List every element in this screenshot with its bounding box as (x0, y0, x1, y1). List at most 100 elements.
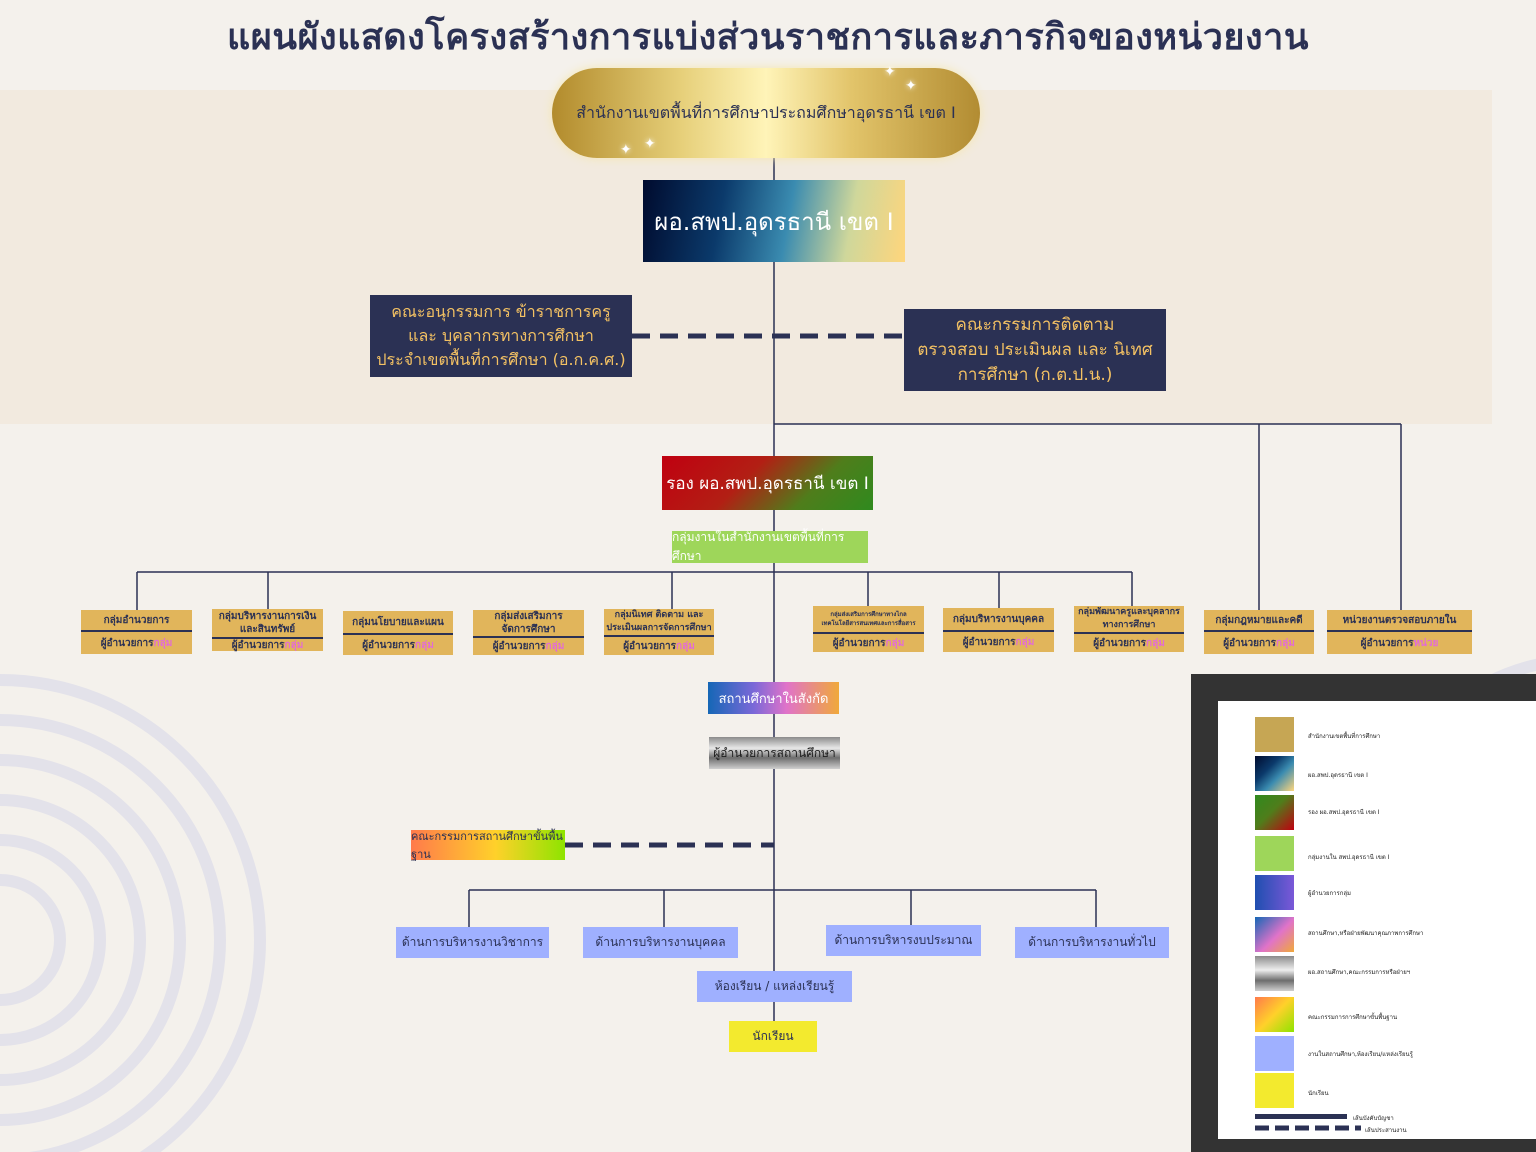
legend-dashed-line (1255, 1125, 1361, 1131)
admin-area-node: ด้านการบริหารงานวิชาการ (396, 927, 549, 958)
group-head-suffix: กลุ่ม (676, 640, 695, 652)
group-node: กลุ่มส่งเสริมการศึกษาทางไกลเทคโนโลยีสารส… (813, 606, 924, 652)
group-head-prefix: ผู้อำนวยการ (492, 641, 546, 652)
office-groups-label: กลุ่มงานในสำนักงานเขตพื้นที่การศึกษา (672, 530, 845, 563)
group-head: ผู้อำนวยการกลุ่ม (813, 634, 924, 652)
committee-right-line: คณะกรรมการติดตาม (955, 314, 1115, 335)
group-node: กลุ่มพัฒนาครูและบุคลากรทางการศึกษา ผู้อำ… (1074, 606, 1184, 652)
deputy-label: รอง ผอ.สพป.อุดรธานี เขต I (666, 473, 869, 494)
group-name: กลุ่มพัฒนาครูและบุคลากรทางการศึกษา (1074, 606, 1184, 634)
admin-area-label: ด้านการบริหารงบประมาณ (834, 933, 973, 947)
legend-swatch (1255, 795, 1294, 830)
committee-left-line: ประจำเขตพื้นที่การศึกษา (อ.ก.ค.ศ.) (376, 350, 626, 369)
group-head-suffix: กลุ่ม (1146, 637, 1165, 649)
group-head-suffix: กลุ่ม (284, 639, 304, 651)
office-groups-node: กลุ่มงานในสำนักงานเขตพื้นที่การศึกษา (672, 530, 868, 563)
basic-committee-label: คณะกรรมการสถานศึกษาขั้นพื้นฐาน (411, 830, 563, 861)
legend-swatch (1255, 997, 1294, 1032)
committee-left-line: คณะอนุกรรมการ ข้าราชการครู (391, 302, 611, 321)
sparkle-icon: ✦ (620, 142, 632, 158)
classroom-node: ห้องเรียน / แหล่งเรียนรู้ (697, 971, 852, 1002)
group-head: ผู้อำนวยการกลุ่ม (473, 638, 584, 655)
schools-label: สถานศึกษาในสังกัด (718, 691, 829, 707)
legend-label: ผอ.สถานศึกษา,คณะกรรมการหรือฝ่ายฯ (1308, 969, 1411, 976)
group-head-suffix: กลุ่ม (153, 637, 173, 649)
deputy-node: รอง ผอ.สพป.อุดรธานี เขต I (662, 456, 873, 510)
legend-label: กลุ่มงานใน สพป.อุดรธานี เขต I (1308, 854, 1390, 861)
group-node: กลุ่มกฎหมายและคดี ผู้อำนวยการกลุ่ม (1204, 610, 1314, 654)
committee-right-line: การศึกษา (ก.ต.ป.น.) (957, 364, 1113, 385)
group-head: ผู้อำนวยการกลุ่ม (212, 639, 323, 651)
group-head-prefix: ผู้อำนวยการ (1223, 637, 1277, 649)
classroom-label: ห้องเรียน / แหล่งเรียนรู้ (714, 979, 835, 993)
group-node: หน่วยงานตรวจสอบภายใน ผู้อำนวยการหน่วย (1327, 610, 1472, 654)
admin-area-label: ด้านการบริหารงานบุคคล (595, 935, 726, 949)
group-node: กลุ่มส่งเสริมการจัดการศึกษา ผู้อำนวยการก… (473, 610, 584, 655)
students-label: นักเรียน (752, 1029, 794, 1043)
legend-swatch (1255, 956, 1294, 991)
legend-swatch (1255, 917, 1294, 952)
group-head: ผู้อำนวยการกลุ่ม (604, 637, 714, 655)
students-node: นักเรียน (729, 1021, 817, 1052)
legend-solid-label: เส้นบังคับบัญชา (1353, 1115, 1394, 1122)
office-label: สำนักงานเขตพื้นที่การศึกษาประถมศึกษาอุดร… (576, 102, 956, 122)
admin-area-label: ด้านการบริหารงานทั่วไป (1028, 935, 1156, 949)
group-head: ผู้อำนวยการกลุ่ม (1204, 632, 1314, 654)
group-name: กลุ่มอำนวยการ (81, 610, 192, 632)
director-node: ผอ.สพป.อุดรธานี เขต I (643, 180, 905, 262)
group-node: กลุ่มบริหารงานการเงินและสินทรัพย์ ผู้อำน… (212, 609, 323, 651)
group-head: ผู้อำนวยการกลุ่ม (943, 632, 1054, 652)
group-head-suffix: กลุ่ม (545, 641, 565, 652)
group-node: กลุ่มนิเทศ ติดตาม และประเมินผลการจัดการศ… (604, 609, 714, 655)
group-head-suffix: กลุ่ม (1015, 636, 1035, 648)
group-name: กลุ่มนิเทศ ติดตาม และประเมินผลการจัดการศ… (604, 609, 714, 637)
admin-area-node: ด้านการบริหารงานบุคคล (583, 927, 738, 958)
admin-area-node: ด้านการบริหารงานทั่วไป (1015, 927, 1169, 958)
legend-dashed-label: เส้นประสานงาน (1365, 1127, 1407, 1134)
group-name: กลุ่มส่งเสริมการจัดการศึกษา (473, 610, 584, 638)
admin-area-label: ด้านการบริหารงานวิชาการ (401, 935, 544, 949)
group-head-prefix: ผู้อำนวยการ (623, 640, 677, 652)
group-head-prefix: ผู้อำนวยการ (100, 637, 154, 649)
group-head-suffix: กลุ่ม (885, 637, 905, 649)
school-director-node: ผู้อำนวยการสถานศึกษา (709, 737, 840, 769)
group-name: หน่วยงานตรวจสอบภายใน (1327, 610, 1472, 632)
legend-solid-line (1255, 1114, 1347, 1119)
committee-right-node: คณะกรรมการติดตาม ตรวจสอบ ประเมินผล และ น… (904, 309, 1166, 391)
school-director-label: ผู้อำนวยการสถานศึกษา (713, 745, 836, 760)
legend-label: นักเรียน (1308, 1090, 1329, 1097)
committee-right-line: ตรวจสอบ ประเมินผล และ นิเทศ (917, 339, 1153, 360)
group-head-prefix: ผู้อำนวยการ (1093, 637, 1147, 649)
office-node: สำนักงานเขตพื้นที่การศึกษาประถมศึกษาอุดร… (552, 68, 980, 158)
admin-area-node: ด้านการบริหารงบประมาณ (826, 925, 981, 956)
group-head-suffix: กลุ่ม (1276, 637, 1295, 649)
legend-swatch (1255, 875, 1294, 910)
group-name: กลุ่มบริหารงานบุคคล (943, 608, 1054, 632)
legend-label: ผู้อำนวยการกลุ่ม (1308, 890, 1351, 897)
sparkle-icon: ✦ (884, 64, 896, 80)
legend-swatch (1255, 1073, 1294, 1108)
group-head-prefix: ผู้อำนวยการ (1360, 637, 1414, 649)
sparkle-icon: ✦ (905, 78, 917, 94)
group-head: ผู้อำนวยการกลุ่ม (81, 632, 192, 654)
committee-left-line: และ บุคลากรทางการศึกษา (408, 326, 594, 345)
legend-label: สถานศึกษา,หรือฝ่ายพัฒนาคุณภาพการศึกษา (1308, 930, 1424, 937)
group-head-prefix: ผู้อำนวยการ (362, 639, 416, 651)
group-head-prefix: ผู้อำนวยการ (832, 637, 886, 649)
legend-label: รอง ผอ.สพป.อุดรธานี เขต I (1308, 809, 1380, 816)
group-head: ผู้อำนวยการกลุ่ม (343, 635, 453, 655)
legend-label: สำนักงานเขตพื้นที่การศึกษา (1308, 733, 1381, 740)
sparkle-icon: ✦ (644, 136, 656, 152)
page-title: แผนผังแสดงโครงสร้างการแบ่งส่วนราชการและภ… (227, 17, 1309, 58)
group-name: กลุ่มบริหารงานการเงินและสินทรัพย์ (212, 609, 323, 639)
legend-swatch (1255, 1036, 1294, 1071)
legend-label: ผอ.สพป.อุดรธานี เขต I (1308, 772, 1368, 779)
group-head: ผู้อำนวยการกลุ่ม (1074, 634, 1184, 652)
group-name: กลุ่มส่งเสริมการศึกษาทางไกลเทคโนโลยีสารส… (813, 606, 924, 634)
group-head-prefix: ผู้อำนวยการ (231, 639, 285, 651)
group-node: กลุ่มนโยบายและแผน ผู้อำนวยการกลุ่ม (343, 611, 453, 655)
director-label: ผอ.สพป.อุดรธานี เขต I (654, 207, 894, 236)
basic-committee-node: คณะกรรมการสถานศึกษาขั้นพื้นฐาน (411, 830, 565, 861)
group-name: กลุ่มนโยบายและแผน (343, 611, 453, 635)
